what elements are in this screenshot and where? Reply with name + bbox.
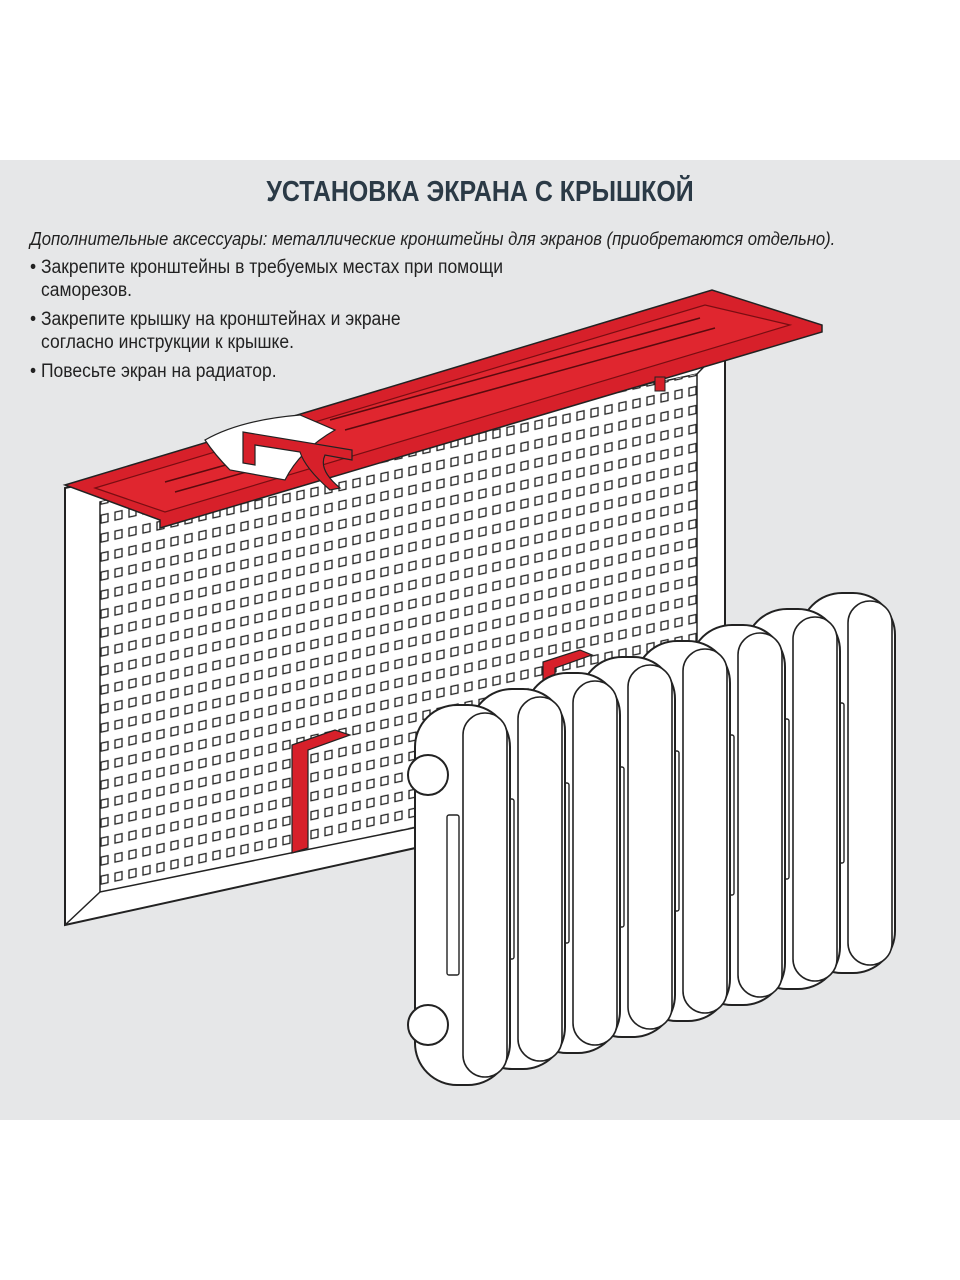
radiator-section-face xyxy=(847,600,893,966)
radiator-section-face xyxy=(682,648,728,1014)
top-bracket xyxy=(242,431,353,491)
instruction-list: • Закрепите кронштейны в требуемых места… xyxy=(30,256,503,389)
step-text: согласно инструкции к крышке. xyxy=(41,332,294,353)
frame-bevel-line xyxy=(64,891,101,926)
page-title: УСТАНОВКА ЭКРАНА С КРЫШКОЙ xyxy=(266,176,694,208)
radiator-section-face xyxy=(572,680,618,1046)
radiator-section-face xyxy=(792,616,838,982)
radiator-section-face xyxy=(462,712,508,1078)
lid-slot xyxy=(344,327,716,431)
lid-slot xyxy=(329,317,701,421)
radiator-section-face xyxy=(737,632,783,998)
step-text: • Закрепите крышку на кронштейнах и экра… xyxy=(30,309,401,330)
accessories-note: Дополнительные аксессуары: металлические… xyxy=(30,228,836,249)
instruction-step: • Повесьте экран на радиатор. xyxy=(30,360,503,383)
instruction-step: • Закрепите кронштейны в требуемых места… xyxy=(30,256,503,302)
radiator-section-face xyxy=(517,696,563,1062)
step-text: • Закрепите кронштейны в требуемых места… xyxy=(30,257,504,278)
radiator xyxy=(407,592,896,1086)
radiator-plug-top xyxy=(407,754,449,796)
radiator-section-slot xyxy=(446,814,460,976)
hanging-bracket xyxy=(291,729,352,854)
step-text: саморезов. xyxy=(41,280,132,301)
radiator-plug-bottom xyxy=(407,1004,449,1046)
step-text: • Повесьте экран на радиатор. xyxy=(30,361,277,382)
radiator-section-face xyxy=(627,664,673,1030)
instruction-step: • Закрепите крышку на кронштейнах и экра… xyxy=(30,308,503,354)
lid-bracket-right xyxy=(654,376,666,392)
